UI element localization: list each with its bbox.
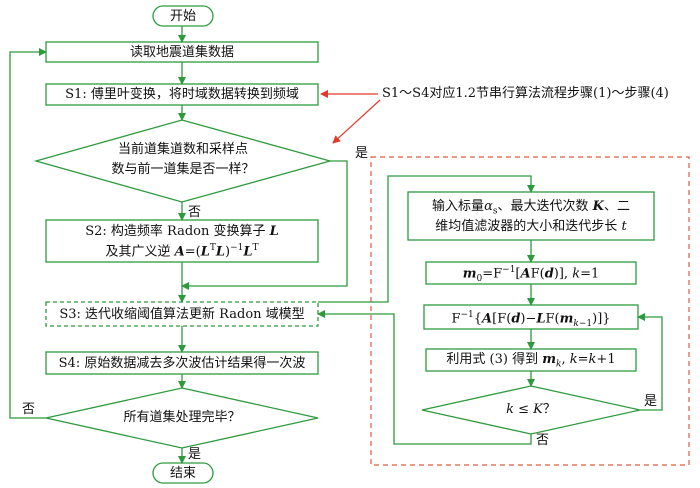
init-line1: 输入标量αs、最大迭代次数 K、二 bbox=[432, 199, 630, 217]
s3-box bbox=[45, 301, 319, 327]
s4-label: S4: 原始数据减去多次波估计结果得一次波 bbox=[58, 356, 306, 371]
annotation-arrow-decision bbox=[332, 99, 381, 144]
s2-line2: 及其广义逆 A=(LTL)−1LT bbox=[105, 243, 259, 260]
update-box bbox=[423, 304, 639, 330]
same-size-decision bbox=[33, 119, 333, 203]
edge-label-no-3: 否 bbox=[536, 433, 550, 448]
s2-line2-text: 及其广义逆 bbox=[105, 244, 171, 260]
edge-k-yes-loop bbox=[637, 313, 663, 411]
cond1-line2: 数与前一道集是否一样？ bbox=[111, 162, 255, 177]
init-mid: 、最大迭代次数 bbox=[497, 199, 589, 214]
s2-line1-text: S2: 构造频率 Radon 变换算子 bbox=[85, 224, 266, 239]
k-decision-label: k ≤ K？ bbox=[506, 402, 556, 417]
cond-all-label: 所有道集处理完毕？ bbox=[123, 410, 241, 425]
edge-yes-skip-s2 bbox=[181, 160, 348, 290]
init-prefix: 输入标量 bbox=[432, 199, 485, 214]
edge-label-no-2: 否 bbox=[22, 402, 36, 417]
edge-label-yes-3: 是 bbox=[644, 394, 658, 409]
iterate-text: 利用式 (3) 得到 bbox=[446, 352, 539, 367]
annotation-label: S1～S4对应1.2节串行算法流程步骤(1)～步骤(4) bbox=[382, 86, 669, 101]
init-suffix: 、二 bbox=[603, 199, 630, 214]
init-line2: 维均值滤波器的大小和迭代步长 t bbox=[435, 219, 627, 234]
edge-no-loop-back bbox=[9, 48, 47, 419]
s2-box bbox=[45, 219, 319, 263]
edge-label-no-1: 否 bbox=[188, 205, 202, 220]
cond1-line1: 当前道集道数和采样点 bbox=[117, 142, 249, 157]
init-line2-text: 维均值滤波器的大小和迭代步长 bbox=[435, 219, 618, 234]
s3-detail-group bbox=[370, 156, 690, 466]
s1-label: S1: 傅里叶变换，将时域数据转换到频域 bbox=[65, 87, 299, 102]
k-decision-mark: ？ bbox=[542, 402, 556, 417]
init-model-label: m0=F−1[AF(d)], k=1 bbox=[462, 265, 600, 284]
s3-label: S3: 迭代收缩阈值算法更新 Radon 域模型 bbox=[59, 307, 305, 322]
update-label: F−1{A[F(d)−LF(mk−1)]} bbox=[451, 310, 611, 329]
edge-k-no-return bbox=[317, 310, 532, 445]
edge-label-yes-1: 是 bbox=[355, 146, 369, 161]
edge-s3-detail bbox=[318, 175, 535, 303]
start-terminal bbox=[152, 5, 214, 27]
read-label: 读取地震道集数据 bbox=[129, 45, 235, 60]
start-label: 开始 bbox=[169, 9, 197, 24]
edge-label-yes-2: 是 bbox=[188, 447, 202, 462]
end-label: 结束 bbox=[169, 466, 197, 481]
init-params-box bbox=[407, 191, 655, 241]
iterate-label: 利用式 (3) 得到 mk, k=k+1 bbox=[446, 352, 616, 370]
s2-line1: S2: 构造频率 Radon 变换算子 L bbox=[85, 224, 279, 239]
